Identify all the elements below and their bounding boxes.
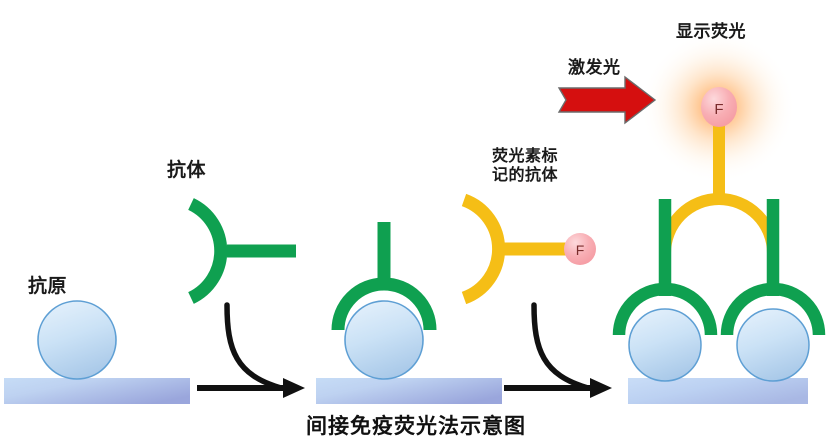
green-antibody-left bbox=[612, 199, 718, 336]
label-excitation-light: 激发光 bbox=[568, 58, 621, 77]
panel-5-complex-emitting-fluorescence: F bbox=[612, 31, 826, 404]
antigen-sphere-left bbox=[628, 308, 702, 382]
antigen-sphere bbox=[37, 300, 117, 380]
substrate-bar bbox=[316, 378, 502, 404]
green-antibody bbox=[331, 222, 437, 331]
antigen-sphere bbox=[344, 300, 424, 380]
fluorescence-glow bbox=[640, 31, 796, 183]
fluorophore-sphere bbox=[701, 87, 737, 127]
excitation-arrow bbox=[557, 75, 657, 125]
figure-title: 间接免疫荧光法示意图 bbox=[306, 414, 526, 438]
antigen-sphere-right bbox=[736, 308, 810, 382]
step-arrow-1 bbox=[197, 302, 305, 398]
yellow-antibody bbox=[659, 125, 779, 254]
label-antibody: 抗体 bbox=[167, 160, 207, 181]
step-arrow-2 bbox=[504, 302, 612, 398]
fluorophore-sphere bbox=[564, 233, 596, 265]
fluorophore-label: F bbox=[576, 242, 585, 258]
panel-1-antigen-on-substrate bbox=[4, 300, 190, 404]
label-show-fluorescence: 显示荧光 bbox=[676, 22, 746, 41]
panel-4-fluorescein-labeled-antibody: F bbox=[461, 193, 596, 305]
yellow-antibody bbox=[461, 193, 570, 305]
fluorophore-label: F bbox=[714, 101, 723, 118]
panel-3-antibody-bound-antigen bbox=[316, 222, 502, 404]
label-fluorescein-labeled-antibody: 荧光素标 记的抗体 bbox=[492, 148, 559, 184]
substrate-bar bbox=[628, 378, 808, 404]
green-antibody-right bbox=[720, 199, 826, 336]
substrate-bar bbox=[4, 378, 190, 404]
green-antibody bbox=[187, 198, 296, 304]
label-antigen: 抗原 bbox=[28, 276, 68, 297]
panel-2-free-antibody bbox=[187, 198, 296, 304]
